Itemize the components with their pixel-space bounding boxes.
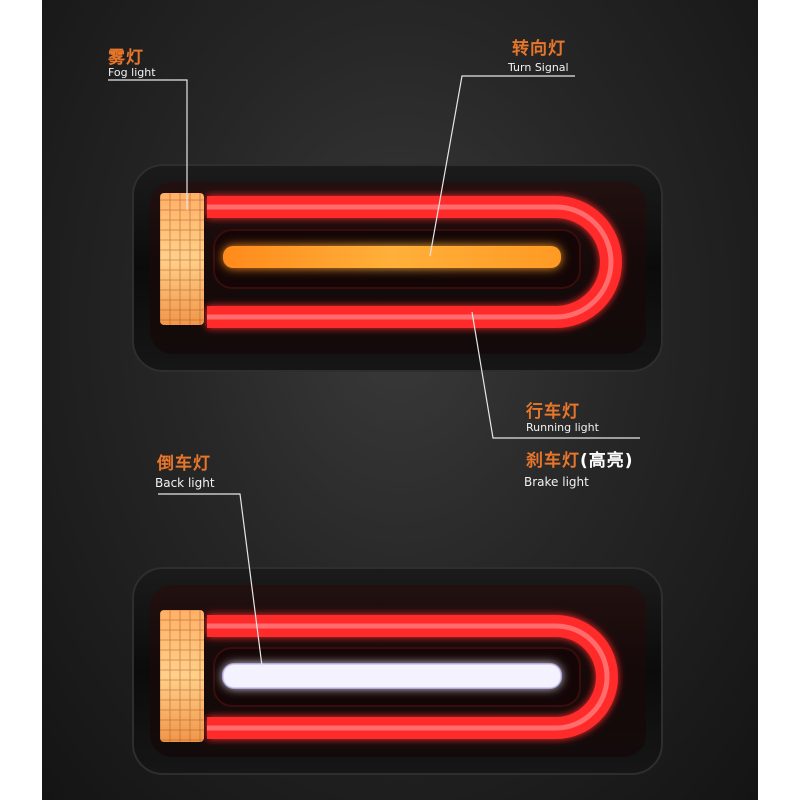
top-tail-light [132,164,663,372]
brake-light-label-cn-main: 刹车灯 [526,451,580,471]
turn-signal-label-en: Turn Signal [508,61,569,74]
back-light-label-en: Back light [155,476,215,490]
back-callout-line [158,493,263,667]
brake-light-label-en: Brake light [524,475,589,489]
turn-callout-line [429,75,575,257]
running-light-label-en: Running light [526,421,599,434]
brake-light-label-cn: 刹车灯(高亮) [526,446,634,471]
back-light-bar [223,664,561,688]
back-light-label-cn: 倒车灯 [157,454,211,474]
fog-callout-line [108,79,188,210]
callout-lines [108,75,640,667]
turn-signal-bar [223,246,561,268]
brake-light-label-cn-extra: (高亮) [580,451,634,471]
running-callout-line [471,311,640,439]
turn-signal-label-cn: 转向灯 [512,39,566,59]
running-light-label-cn: 行车灯 [526,402,580,422]
bottom-tail-light [132,567,663,775]
fog-light-label-cn: 雾灯 [108,48,144,68]
fog-light-label-en: Fog light [108,66,156,79]
